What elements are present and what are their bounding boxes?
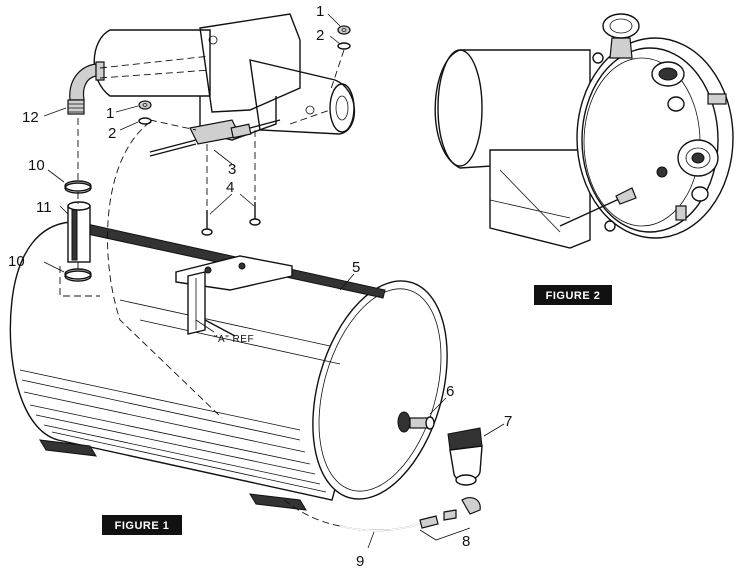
- pressure-tank: [9, 221, 448, 511]
- nut-top: [337, 25, 351, 35]
- figure-2-tag: FIGURE 2: [534, 285, 612, 305]
- nut-middle: [138, 100, 152, 110]
- callout-3: 3: [228, 161, 236, 178]
- callout-10-top: 10: [28, 157, 45, 174]
- callout-2-middle: 2: [108, 125, 116, 142]
- tank-fitting: [397, 411, 435, 433]
- callout-6: 6: [446, 383, 454, 400]
- callout-2-top: 2: [316, 27, 324, 44]
- bolt-left: [201, 210, 213, 236]
- tubing: [339, 523, 421, 532]
- pump-motor: [93, 13, 356, 141]
- figure-1-tag: FIGURE 1: [102, 515, 182, 535]
- callout-1-middle: 1: [106, 105, 114, 122]
- figure-1-drawing: [9, 13, 505, 549]
- figure-2-label: FIGURE 2: [546, 290, 601, 302]
- hose-clamp-top: [64, 180, 92, 194]
- callout-10-bottom: 10: [8, 253, 25, 270]
- figure-2-drawing: [434, 13, 734, 249]
- leader-lines: [43, 13, 505, 549]
- callout-5: 5: [352, 259, 360, 276]
- elbow-fitting: [67, 61, 105, 115]
- figure-1-label: FIGURE 1: [115, 520, 170, 532]
- reference-label: "A" REF: [214, 334, 254, 345]
- assembly-lines: [59, 49, 345, 527]
- hose-sleeve: [67, 201, 91, 263]
- washer-middle: [138, 117, 152, 125]
- hose-clamp-bottom: [64, 268, 92, 282]
- callout-1-top: 1: [316, 3, 324, 20]
- pressure-switch-fitting: [149, 119, 281, 157]
- hose-fittings: [419, 497, 481, 529]
- bolt-right: [249, 202, 261, 226]
- mounting-bracket: [175, 255, 293, 337]
- callout-7: 7: [504, 413, 512, 430]
- callout-12: 12: [22, 109, 39, 126]
- callout-11: 11: [36, 199, 52, 216]
- callout-4: 4: [226, 179, 234, 196]
- filter-bowl: [447, 427, 483, 486]
- callout-8: 8: [462, 533, 470, 550]
- callout-9: 9: [356, 553, 364, 570]
- washer-top: [337, 42, 351, 50]
